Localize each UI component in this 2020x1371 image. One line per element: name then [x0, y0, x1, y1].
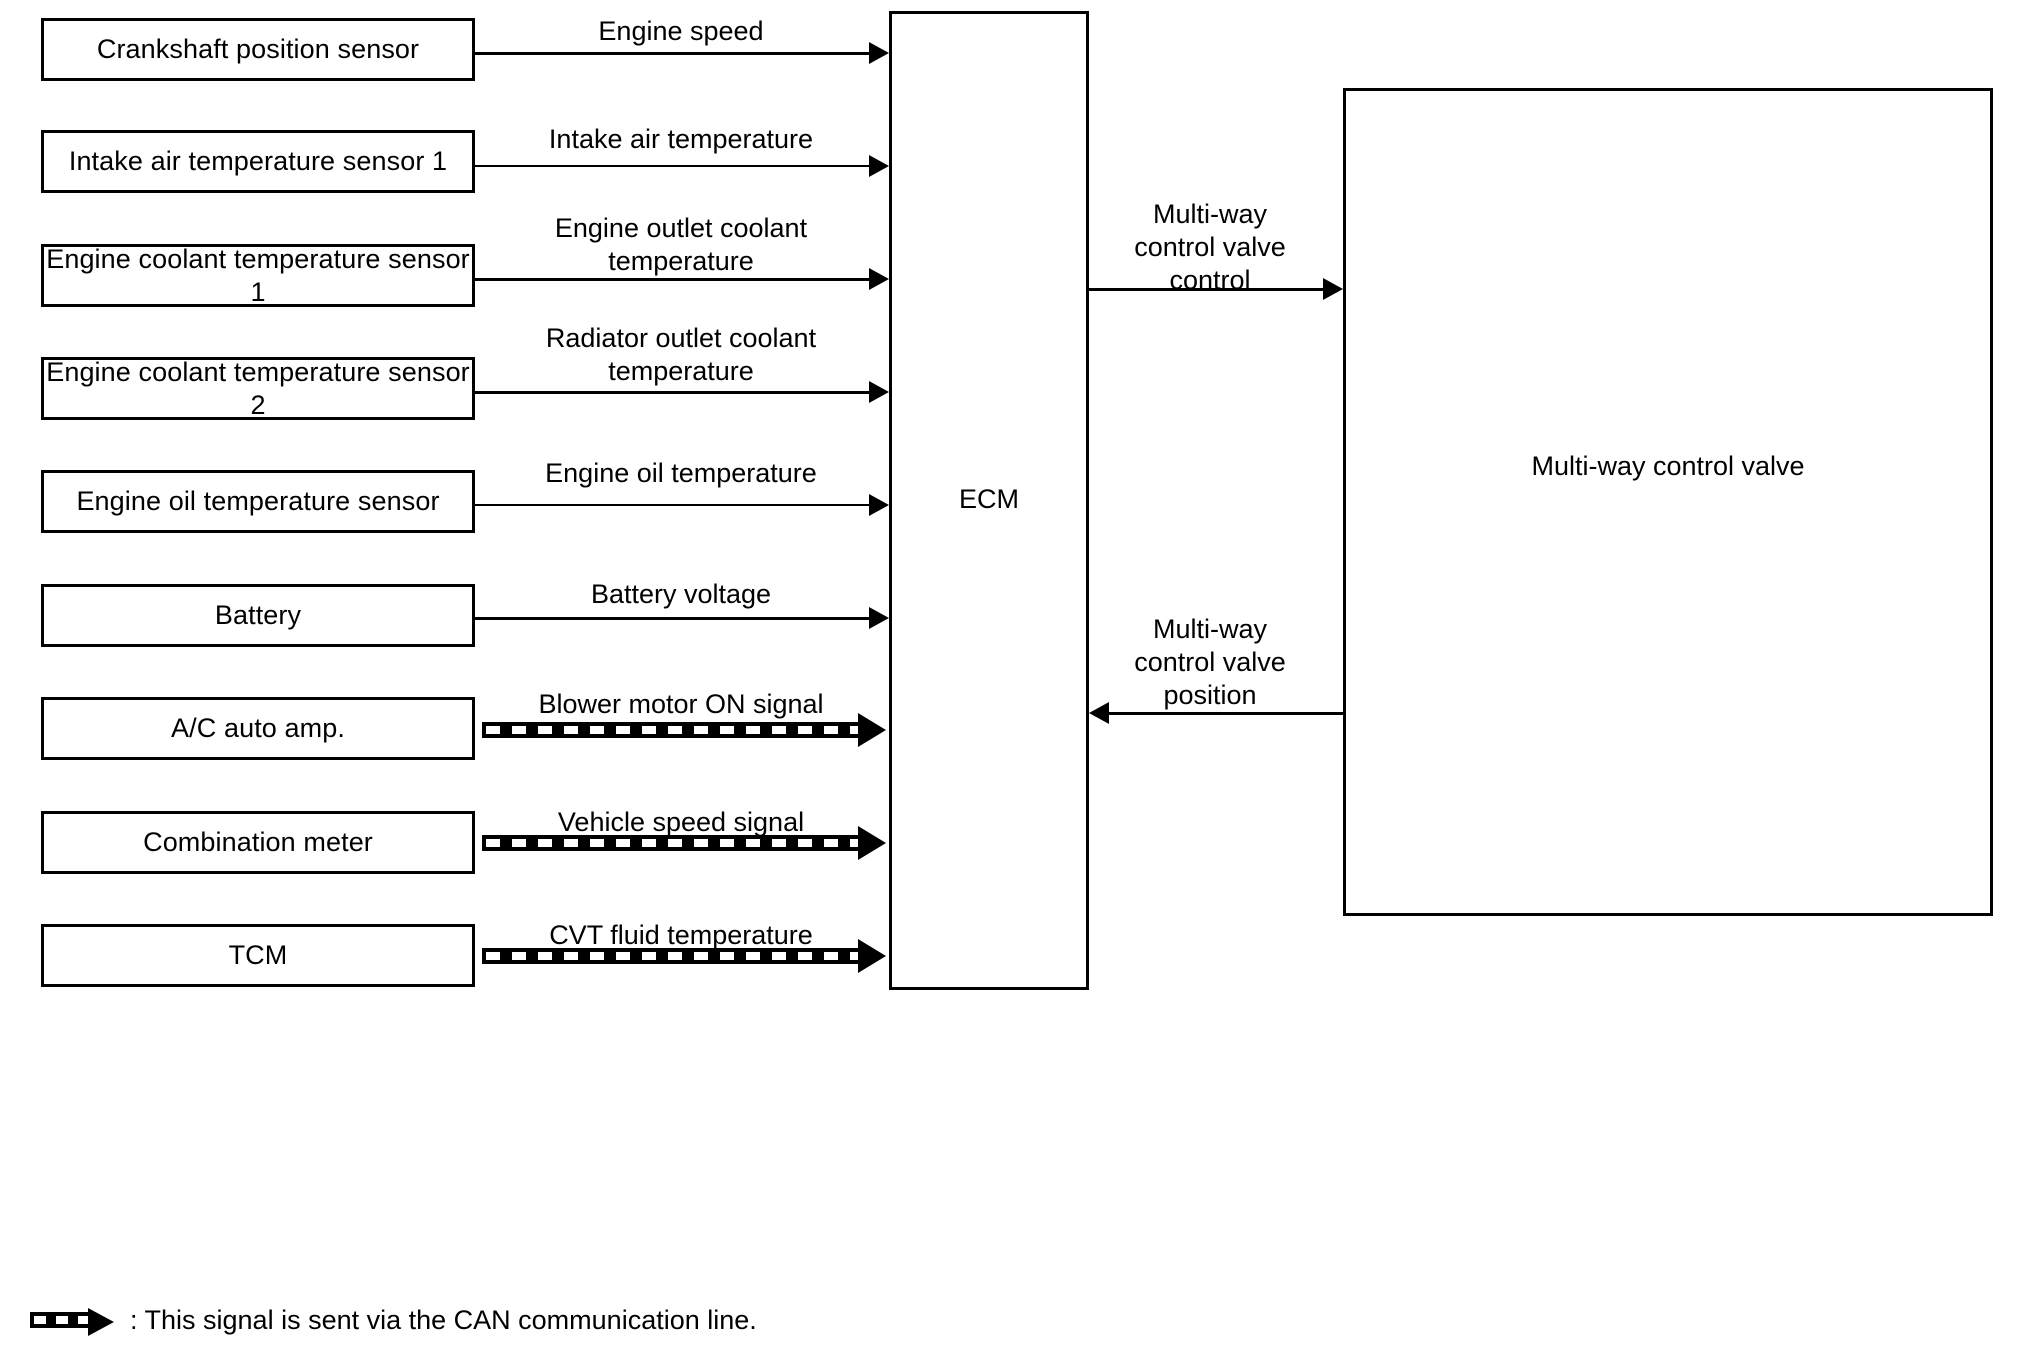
can-arrowhead-right-icon — [858, 713, 886, 747]
multi-way-control-valve-box — [1343, 88, 1993, 916]
signal-line-multi-way-control-valve-control — [1089, 288, 1325, 291]
signal-label-intake-air-temperature: Intake air temperature — [548, 124, 814, 154]
legend: : This signal is sent via the CAN commun… — [30, 1300, 757, 1340]
signal-label-multi-way-control-valve-position: Multi-way control valve position — [1134, 614, 1286, 710]
source-box-tcm: TCM — [41, 924, 475, 987]
source-label: Engine coolant temperature sensor 1 — [46, 243, 470, 307]
source-label: Engine coolant temperature sensor 2 — [46, 356, 470, 420]
signal-label-radiator-outlet-coolant-temperature: Radiator outlet coolant temperature — [545, 323, 817, 386]
source-label: Engine oil temperature sensor — [76, 486, 440, 517]
source-box-crankshaft-position-sensor: Crankshaft position sensor — [41, 18, 475, 81]
signal-label-engine-outlet-coolant-temperature: Engine outlet coolant temperature — [554, 213, 808, 276]
signal-line-intake-air-temperature — [474, 165, 871, 167]
can-arrowhead-right-icon — [858, 826, 886, 860]
source-label: Battery — [214, 600, 302, 631]
multi-way-control-valve-label: Multi-way control valve — [1531, 451, 1805, 481]
source-label: Intake air temperature sensor 1 — [68, 146, 448, 177]
signal-label-multi-way-control-valve-control: Multi-way control valve control — [1134, 199, 1286, 295]
arrowhead-right-icon — [869, 268, 889, 290]
source-label: A/C auto amp. — [171, 713, 345, 744]
legend-text: : This signal is sent via the CAN commun… — [130, 1304, 757, 1335]
signal-label-vehicle-speed-signal: Vehicle speed signal — [557, 807, 805, 837]
source-label: Crankshaft position sensor — [96, 34, 420, 65]
source-box-combination-meter: Combination meter — [41, 811, 475, 874]
signal-label-engine-oil-temperature: Engine oil temperature — [545, 458, 817, 488]
can-signal-line-cvt-fluid-temperature — [482, 948, 864, 964]
signal-label-cvt-fluid-temperature: CVT fluid temperature — [549, 920, 813, 950]
arrowhead-right-icon — [869, 494, 889, 516]
signal-line-engine-speed — [474, 52, 871, 55]
signal-label-battery-voltage: Battery voltage — [590, 579, 772, 609]
source-box-ac-auto-amp: A/C auto amp. — [41, 697, 475, 760]
signal-line-multi-way-control-valve-position — [1108, 712, 1345, 715]
can-arrow-icon — [30, 1308, 122, 1336]
source-box-engine-coolant-temperature-sensor-2: Engine coolant temperature sensor 2 — [41, 357, 475, 420]
signal-line-engine-oil-temperature — [474, 504, 871, 506]
arrowhead-right-icon — [1323, 278, 1343, 300]
source-label: Combination meter — [143, 827, 373, 858]
source-box-engine-coolant-temperature-sensor-1: Engine coolant temperature sensor 1 — [41, 244, 475, 307]
signal-line-engine-outlet-coolant-temperature — [474, 278, 871, 281]
can-signal-line-blower-motor-on-signal — [482, 722, 864, 738]
arrowhead-right-icon — [869, 381, 889, 403]
ecm-label: ECM — [959, 484, 1019, 514]
arrowhead-right-icon — [869, 155, 889, 177]
source-label: TCM — [228, 940, 288, 971]
signal-line-radiator-outlet-coolant-temperature — [474, 391, 871, 394]
signal-label-blower-motor-on-signal: Blower motor ON signal — [538, 689, 824, 719]
source-box-intake-air-temperature-sensor-1: Intake air temperature sensor 1 — [41, 130, 475, 193]
source-box-engine-oil-temperature-sensor: Engine oil temperature sensor — [41, 470, 475, 533]
can-signal-line-vehicle-speed-signal — [482, 835, 864, 851]
ecm-box — [889, 11, 1089, 990]
source-box-battery: Battery — [41, 584, 475, 647]
signal-line-battery-voltage — [474, 617, 871, 620]
arrowhead-left-icon — [1089, 702, 1109, 724]
arrowhead-right-icon — [869, 42, 889, 64]
can-arrowhead-right-icon — [858, 939, 886, 973]
arrowhead-right-icon — [869, 607, 889, 629]
signal-label-engine-speed: Engine speed — [598, 16, 764, 46]
